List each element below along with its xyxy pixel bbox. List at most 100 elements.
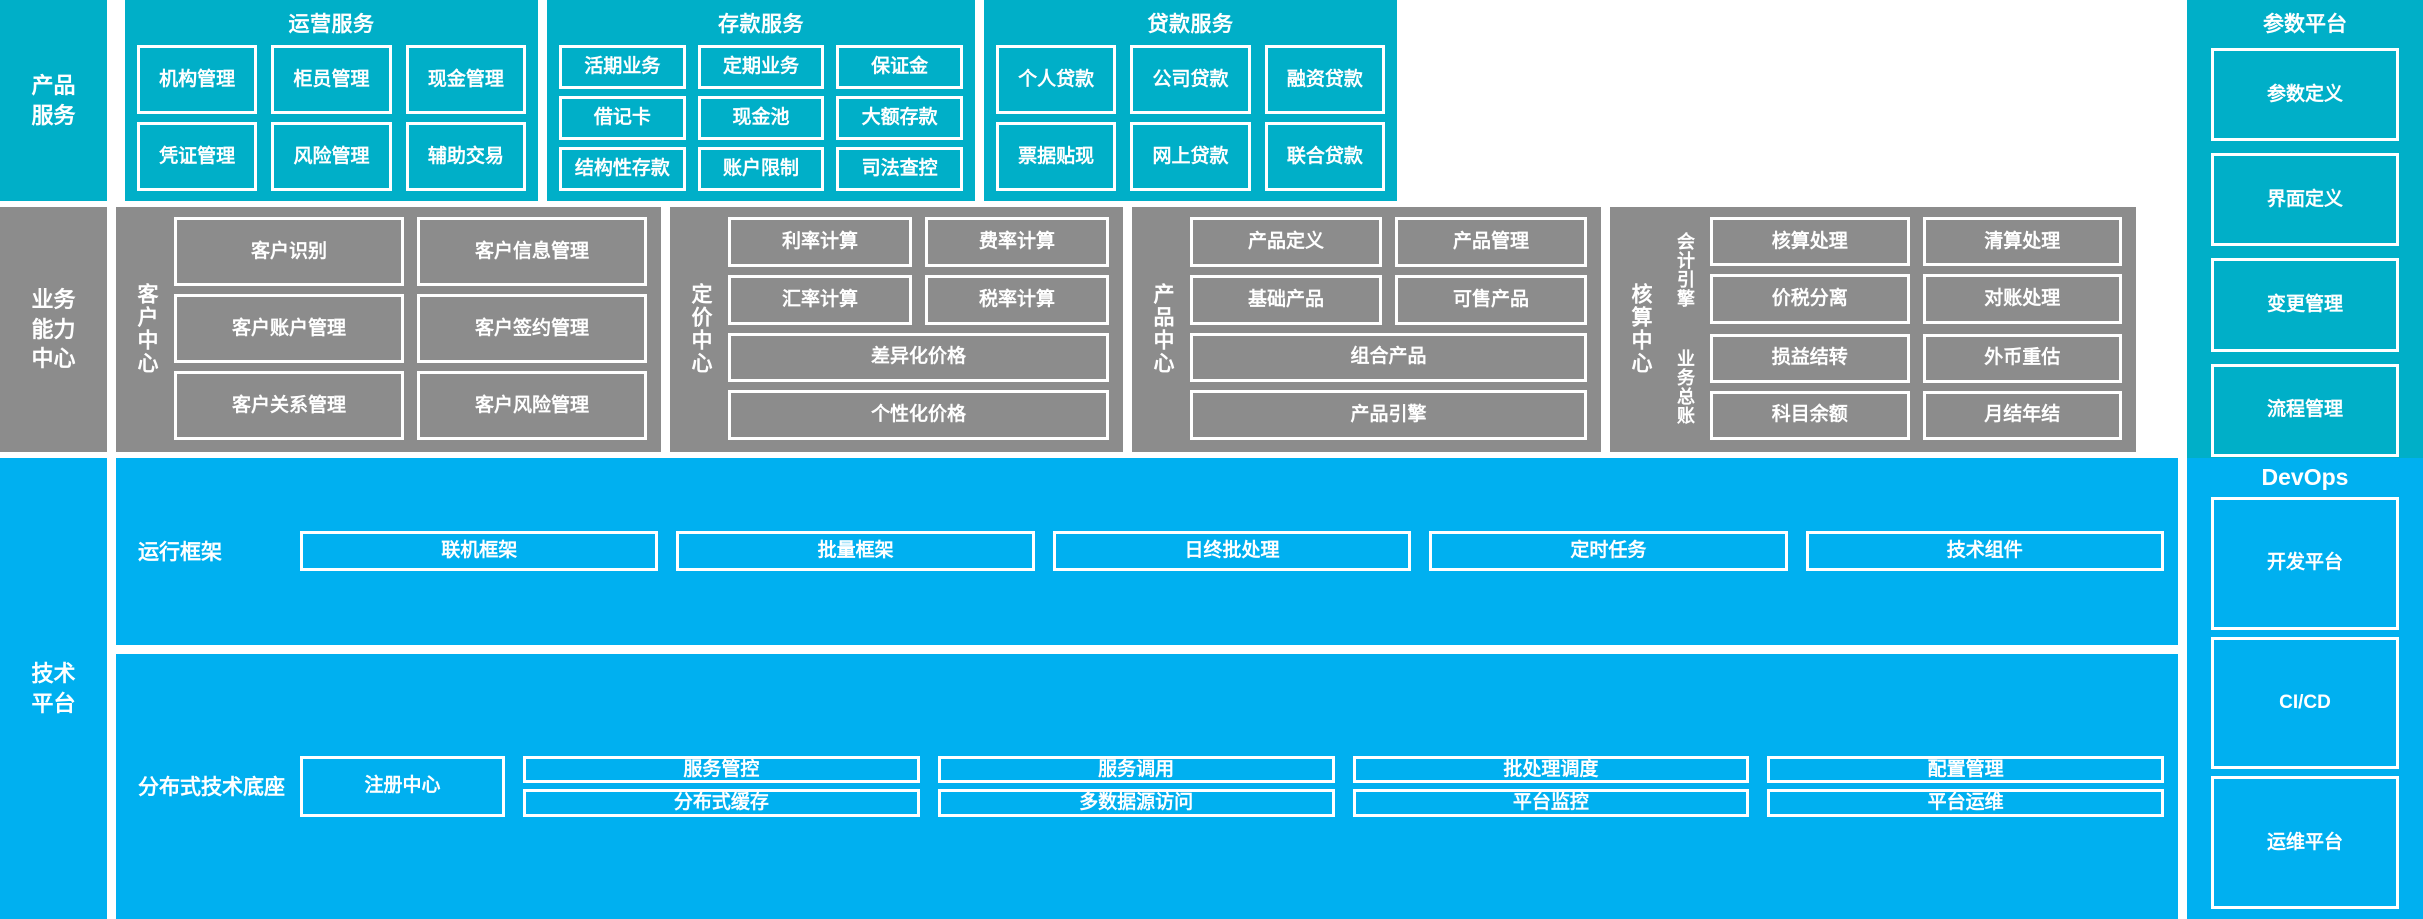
service-item[interactable]: 联合贷款 [1264, 122, 1385, 191]
capability-item[interactable]: 产品定义 [1190, 217, 1382, 267]
capability-item[interactable]: 清算处理 [1922, 217, 2122, 267]
tech-item[interactable]: 定时任务 [1429, 531, 1788, 572]
center-customer: 客户中心 客户识别 客户信息管理 客户账户管理 客户签约管理 客户关系管理 客户… [116, 207, 661, 452]
capability-item[interactable]: 客户识别 [174, 217, 404, 286]
capability-item[interactable]: 科目余额 [1710, 390, 1910, 440]
tech-item[interactable]: 技术组件 [1805, 531, 2164, 572]
center-product: 产品中心 产品定义 产品管理 基础产品 可售产品 组合产品 产品引擎 [1132, 207, 1601, 452]
accounting-subgroups: 会计引擎 核算处理 清算处理 价税分离 对账处理 业务总账 损益结转 外币重估 … [1668, 217, 2122, 440]
devops-item[interactable]: 运维平台 [2211, 776, 2399, 910]
service-item[interactable]: 票据贴现 [996, 122, 1117, 191]
parameter-item[interactable]: 变更管理 [2211, 258, 2399, 352]
capability-item[interactable]: 对账处理 [1922, 274, 2122, 324]
row1-spacer [1406, 0, 2178, 201]
parameter-item[interactable]: 流程管理 [2211, 363, 2399, 457]
capability-item[interactable]: 可售产品 [1395, 274, 1587, 325]
group-deposit-services: 存款服务 活期业务 定期业务 保证金 借记卡 现金池 大额存款 结构性存款 账户… [547, 0, 975, 201]
service-item[interactable]: 活期业务 [559, 45, 686, 89]
group-operation-services: 运营服务 机构管理 柜员管理 现金管理 凭证管理 风险管理 辅助交易 [125, 0, 538, 201]
devops-title: DevOps [2261, 464, 2349, 490]
devops-item[interactable]: 开发平台 [2211, 497, 2399, 630]
capability-item[interactable]: 客户签约管理 [417, 294, 647, 363]
capability-item[interactable]: 客户信息管理 [417, 217, 647, 286]
service-item[interactable]: 公司贷款 [1130, 45, 1251, 114]
group-items-deposit-services: 活期业务 定期业务 保证金 借记卡 现金池 大额存款 结构性存款 账户限制 司法… [559, 45, 963, 191]
capability-item[interactable]: 汇率计算 [728, 274, 912, 325]
tech-item[interactable]: 批量框架 [676, 531, 1035, 572]
service-item[interactable]: 司法查控 [836, 147, 963, 191]
row2-rail-gap [2187, 207, 2423, 452]
capability-item[interactable]: 价税分离 [1710, 274, 1910, 324]
subgroup-label-business-ledger: 业务总账 [1675, 348, 1695, 425]
subgroup-items-accounting-engine: 核算处理 清算处理 价税分离 对账处理 [1710, 217, 2122, 324]
band-items-distributed-base: 服务管控 服务调用 批处理调度 配置管理 分布式缓存 多数据源访问 平台监控 平… [523, 755, 2164, 818]
capability-item[interactable]: 损益结转 [1710, 333, 1910, 383]
lane-label-business-capability: 业务 能力 中心 [0, 207, 107, 452]
band-runtime-framework: 运行框架 联机框架 批量框架 日终批处理 定时任务 技术组件 [116, 458, 2178, 645]
service-item[interactable]: 融资贷款 [1264, 45, 1385, 114]
capability-item[interactable]: 基础产品 [1190, 274, 1382, 325]
product-services-row: 产品 服务 运营服务 机构管理 柜员管理 现金管理 凭证管理 风险管理 辅助交易… [0, 0, 2423, 679]
tech-item[interactable]: 平台监控 [1352, 789, 1750, 818]
service-item[interactable]: 账户限制 [697, 147, 825, 191]
center-items-customer: 客户识别 客户信息管理 客户账户管理 客户签约管理 客户关系管理 客户风险管理 [174, 217, 647, 440]
service-item[interactable]: 保证金 [836, 45, 963, 89]
capability-item[interactable]: 月结年结 [1922, 390, 2122, 440]
capability-item[interactable]: 组合产品 [1190, 332, 1587, 383]
tech-item[interactable]: 日终批处理 [1052, 531, 1412, 572]
capability-item[interactable]: 核算处理 [1710, 217, 1910, 267]
group-items-loan-services: 个人贷款 公司贷款 融资贷款 票据贴现 网上贷款 联合贷款 [996, 45, 1385, 191]
group-loan-services: 贷款服务 个人贷款 公司贷款 融资贷款 票据贴现 网上贷款 联合贷款 [984, 0, 1397, 201]
tech-item[interactable]: 分布式缓存 [523, 789, 920, 818]
service-item[interactable]: 结构性存款 [559, 147, 686, 191]
devops-items: 开发平台 CI/CD 运维平台 [2211, 497, 2399, 910]
service-item[interactable]: 风险管理 [271, 122, 392, 191]
tech-item[interactable]: 批处理调度 [1352, 755, 1750, 784]
tech-item[interactable]: 服务调用 [937, 755, 1335, 784]
service-item[interactable]: 网上贷款 [1130, 122, 1251, 191]
capability-item[interactable]: 差异化价格 [728, 332, 1109, 383]
service-item[interactable]: 现金管理 [405, 45, 526, 114]
center-pricing: 定价中心 利率计算 费率计算 汇率计算 税率计算 差异化价格 个性化价格 [670, 207, 1123, 452]
tech-item[interactable]: 配置管理 [1767, 755, 2164, 784]
service-item[interactable]: 定期业务 [697, 45, 825, 89]
tech-item-registry-center[interactable]: 注册中心 [300, 755, 505, 818]
capability-item[interactable]: 客户风险管理 [417, 371, 647, 440]
capability-item[interactable]: 费率计算 [925, 217, 1109, 267]
capability-item[interactable]: 客户关系管理 [174, 371, 404, 440]
center-label-accounting: 核算中心 [1629, 282, 1652, 375]
parameter-item[interactable]: 界面定义 [2211, 153, 2399, 247]
service-item[interactable]: 借记卡 [559, 96, 686, 140]
row2-spacer [2145, 207, 2178, 452]
center-items-pricing: 利率计算 费率计算 汇率计算 税率计算 差异化价格 个性化价格 [728, 217, 1109, 440]
tech-item[interactable]: 联机框架 [300, 531, 659, 572]
lane-label-technical-platform: 技术 平台 [0, 458, 107, 919]
capability-item[interactable]: 客户账户管理 [174, 294, 404, 363]
capability-item[interactable]: 产品管理 [1395, 217, 1587, 267]
service-item[interactable]: 大额存款 [836, 96, 963, 140]
center-label-pricing: 定价中心 [689, 282, 712, 375]
service-item[interactable]: 现金池 [697, 96, 825, 140]
band-name-runtime-framework: 运行框架 [138, 541, 222, 565]
tech-item[interactable]: 多数据源访问 [937, 789, 1335, 818]
service-item[interactable]: 柜员管理 [271, 45, 392, 114]
technical-platform-row: 技术 平台 运行框架 联机框架 批量框架 日终批处理 定时任务 技术组件 分布式… [0, 458, 2423, 919]
group-title-operation-services: 运营服务 [288, 13, 375, 36]
registry-center-wrapper: 注册中心 [300, 755, 505, 818]
tech-item[interactable]: 服务管控 [523, 755, 920, 784]
capability-item[interactable]: 产品引擎 [1190, 390, 1587, 440]
capability-item[interactable]: 税率计算 [925, 274, 1109, 325]
tech-item[interactable]: 平台运维 [1767, 789, 2164, 818]
capability-item[interactable]: 利率计算 [728, 217, 912, 267]
capability-item[interactable]: 个性化价格 [728, 390, 1109, 440]
business-capability-row: 业务 能力 中心 客户中心 客户识别 客户信息管理 客户账户管理 客户签约管理 … [0, 207, 2423, 452]
parameter-item[interactable]: 参数定义 [2211, 48, 2399, 142]
capability-item[interactable]: 外币重估 [1922, 333, 2122, 383]
band-items-runtime-framework: 联机框架 批量框架 日终批处理 定时任务 技术组件 [300, 531, 2164, 572]
service-item[interactable]: 机构管理 [137, 45, 258, 114]
devops-item[interactable]: CI/CD [2211, 636, 2399, 770]
service-item[interactable]: 凭证管理 [137, 122, 258, 191]
service-item[interactable]: 辅助交易 [405, 122, 526, 191]
service-item[interactable]: 个人贷款 [996, 45, 1117, 114]
band-name-distributed-base: 分布式技术底座 [138, 776, 285, 800]
